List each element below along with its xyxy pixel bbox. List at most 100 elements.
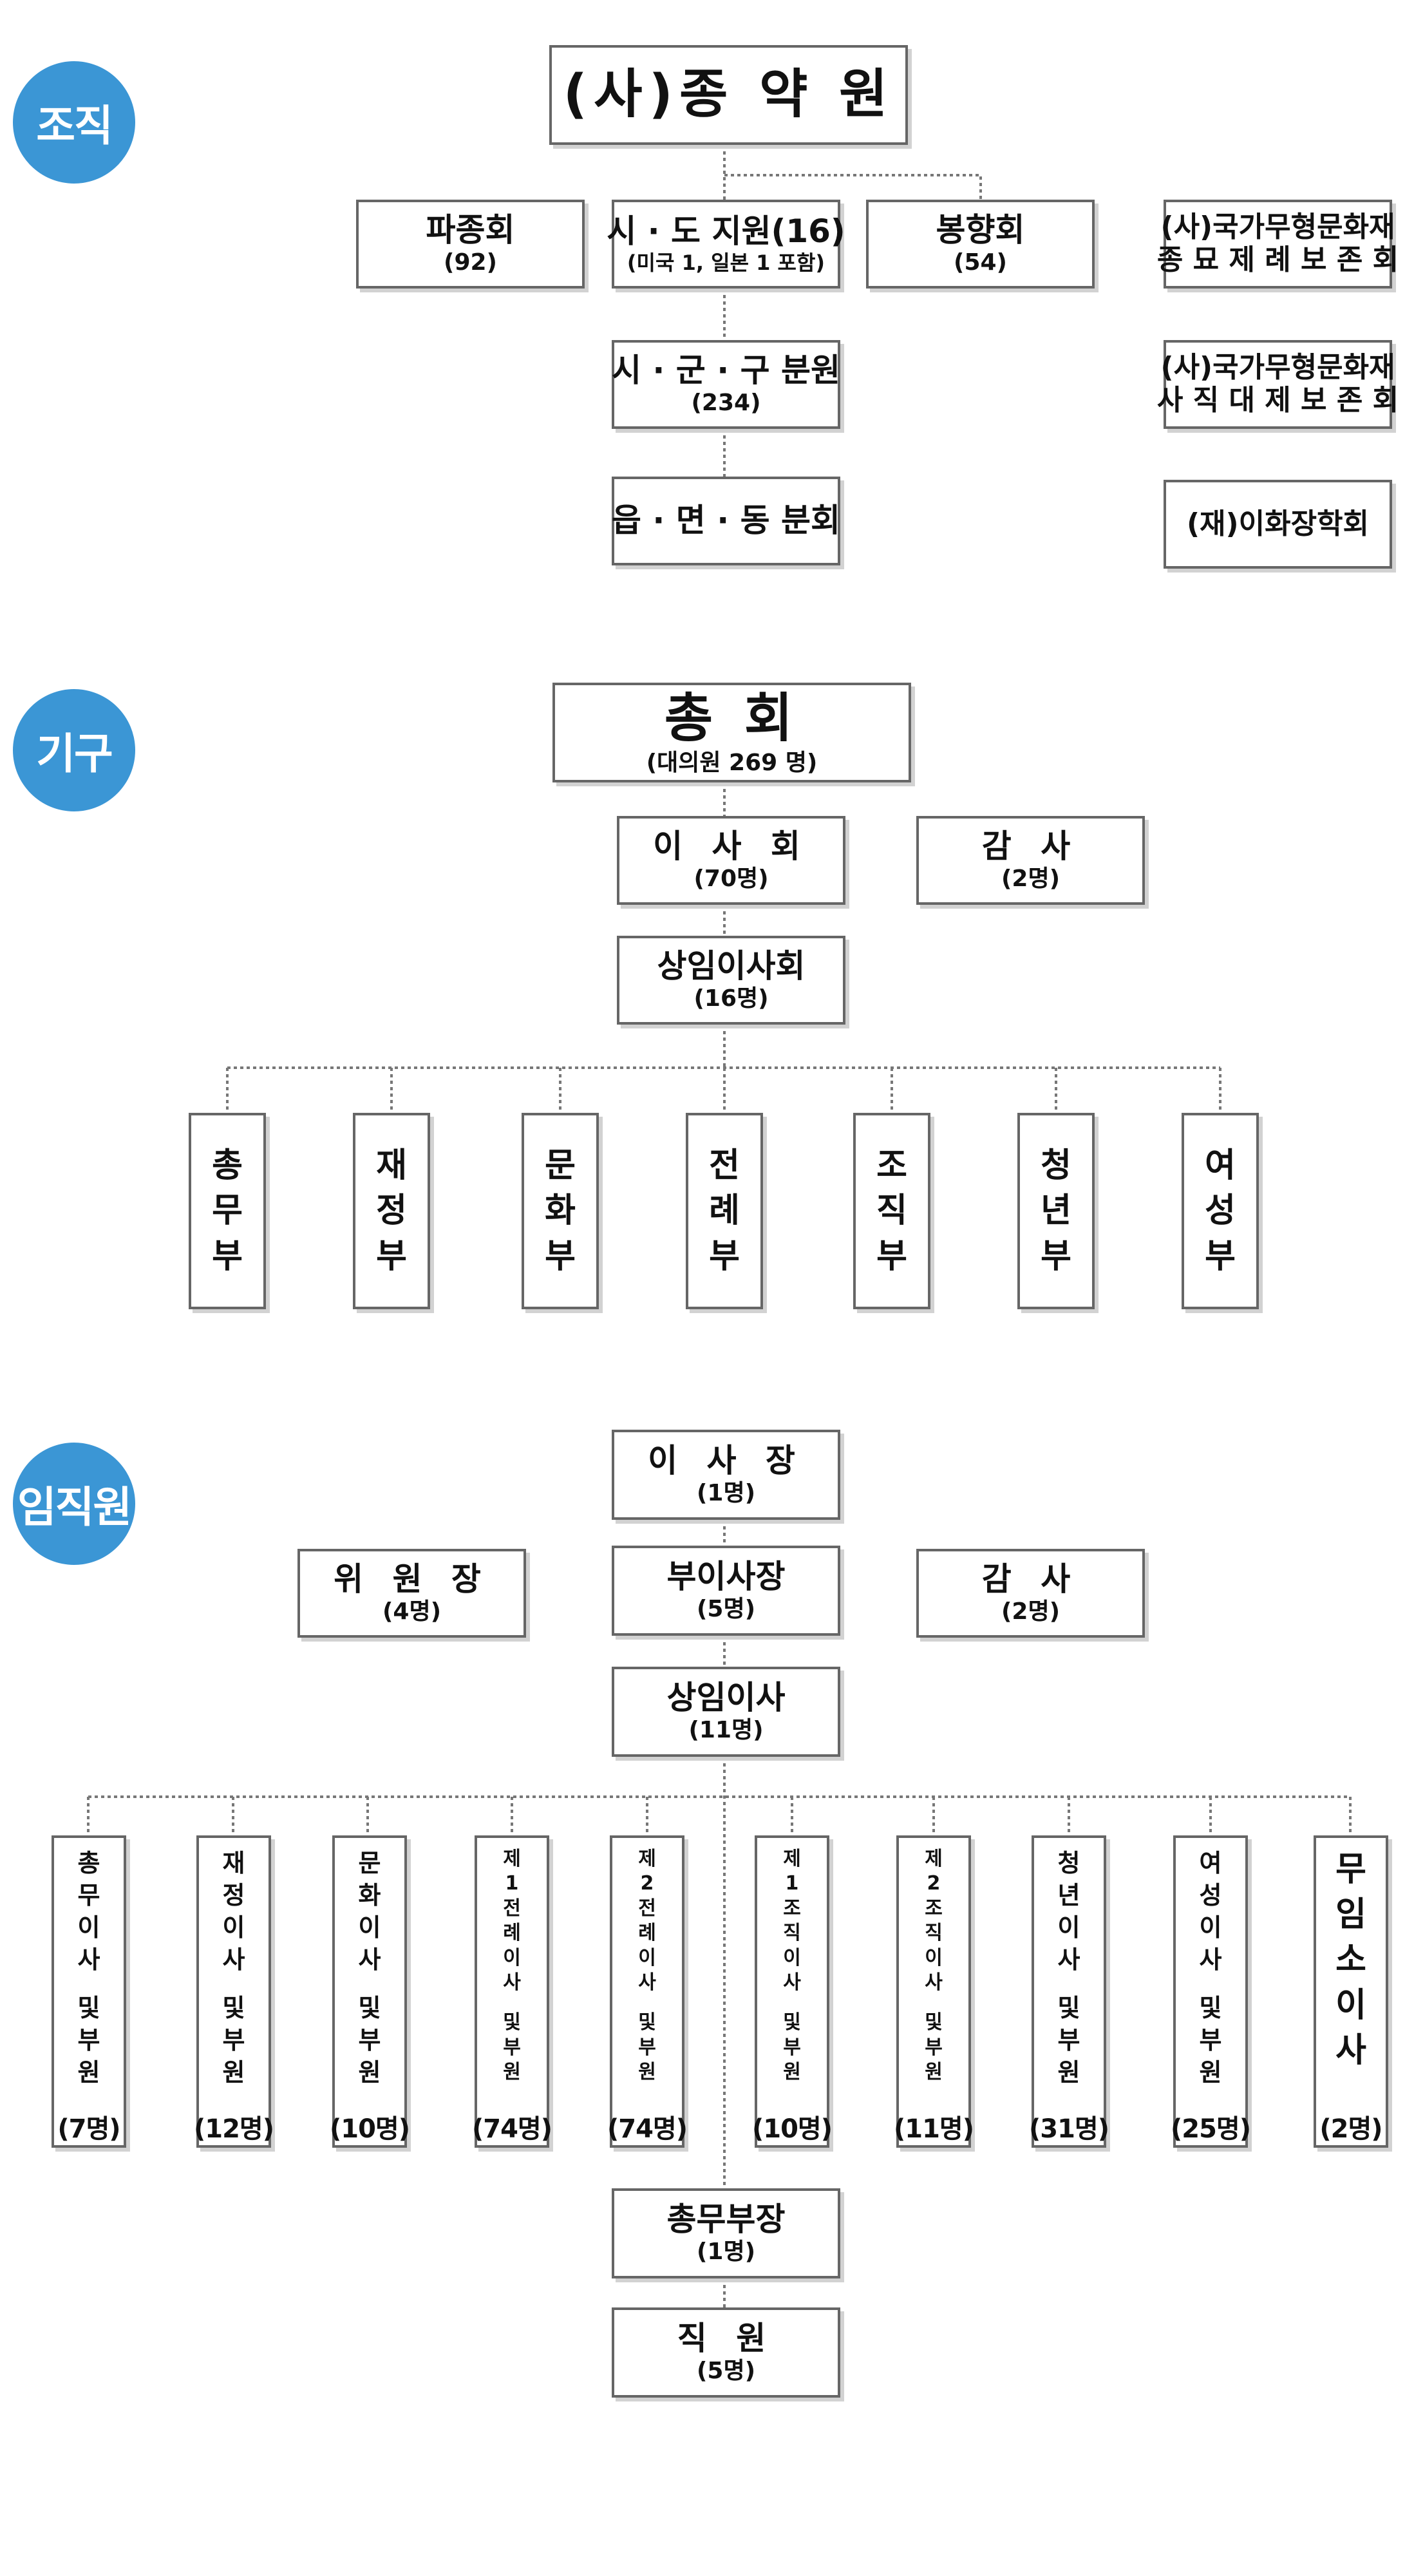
director-char: 년 <box>1057 1881 1080 1910</box>
director-char: 임 <box>1335 1895 1366 1935</box>
director-char: 이 <box>1199 1913 1222 1942</box>
director-char: 사 <box>925 1971 943 1994</box>
director-char: 재 <box>222 1849 245 1877</box>
director-tail-char: 원 <box>222 2058 245 2087</box>
standing-director-box: 상임이사 (11명) <box>612 1667 840 1757</box>
director-char: 조 <box>783 1897 801 1920</box>
director-tail-char: 원 <box>503 2061 521 2084</box>
director-char: 무 <box>77 1881 100 1910</box>
director-char: 1 <box>505 1872 519 1895</box>
section-badge-staff: 임직원 <box>13 1443 135 1565</box>
director-char: 이 <box>638 1946 656 1969</box>
department-char: 부 <box>1205 1236 1236 1276</box>
director-char: 직 <box>925 1922 943 1945</box>
director-tail-char: 및 <box>925 2011 943 2034</box>
director-char: 사 <box>1335 2031 1366 2070</box>
director-char: 무 <box>1335 1850 1366 1889</box>
department-char: 무 <box>212 1191 243 1231</box>
director-char: 이 <box>503 1946 521 1969</box>
board-box: 이 사 회 (70명) <box>617 816 845 905</box>
director-tail-char: 부 <box>1199 2025 1222 2054</box>
director-char: 제 <box>503 1848 521 1870</box>
department-char: 전 <box>709 1146 740 1186</box>
director-tail-char: 및 <box>1057 1993 1080 2022</box>
director-tail-char: 부 <box>77 2025 100 2054</box>
director-char: 성 <box>1199 1881 1222 1910</box>
department-char: 성 <box>1205 1191 1236 1231</box>
director-tail-char: 원 <box>358 2058 381 2087</box>
auditor-box: 감 사 (2명) <box>916 1549 1145 1638</box>
director-char: 사 <box>222 1946 245 1975</box>
chairman-box: 이 사 장 (1명) <box>612 1430 840 1520</box>
director-tail-char: 및 <box>77 1993 100 2022</box>
director-char: 사 <box>77 1946 100 1975</box>
org-root-box: (사)종 약 원 <box>549 45 908 145</box>
bonghyanghoe-box: 봉향회 (54) <box>866 200 1095 289</box>
department-char: 부 <box>212 1236 243 1276</box>
director-tail-char: 원 <box>925 2061 943 2084</box>
director-char: 문 <box>358 1849 381 1877</box>
director-char: 화 <box>358 1881 381 1910</box>
director-tail-char: 원 <box>1199 2058 1222 2087</box>
director-tail-char: 및 <box>503 2011 521 2034</box>
director-char: 직 <box>783 1922 801 1945</box>
director-tail-char: 부 <box>358 2025 381 2054</box>
department-char: 부 <box>876 1236 907 1276</box>
director-char: 전 <box>503 1897 521 1920</box>
director-count: (2명) <box>1319 2114 1382 2144</box>
director-char: 소 <box>1335 1940 1366 1980</box>
director-char: 이 <box>783 1946 801 1969</box>
director-count: (11명) <box>893 2114 974 2144</box>
director-tail-char: 부 <box>638 2036 656 2059</box>
director-tail-char: 원 <box>1057 2058 1080 2087</box>
director-char: 례 <box>638 1922 656 1945</box>
director-char: 제 <box>925 1848 943 1870</box>
department-char: 화 <box>545 1191 576 1231</box>
department-char: 여 <box>1205 1146 1236 1186</box>
director-char: 제 <box>638 1848 656 1870</box>
director-tail-char: 부 <box>783 2036 801 2059</box>
director-char: 전 <box>638 1897 656 1920</box>
director-char: 이 <box>77 1913 100 1942</box>
employees-box: 직 원 (5명) <box>612 2307 840 2398</box>
org-root-label: (사)종 약 원 <box>563 64 894 126</box>
department-char: 부 <box>376 1236 407 1276</box>
director-char: 이 <box>925 1946 943 1969</box>
connector-root-bonghyang <box>724 174 982 200</box>
jongmyo-jerye-box: (사)국가무형문화재 종 묘 제 례 보 존 회 <box>1157 200 1399 289</box>
department-char: 직 <box>876 1191 907 1231</box>
director-char: 사 <box>503 1971 521 1994</box>
director-char: 여 <box>1199 1849 1222 1877</box>
sigungu-branch-box: 시 · 군 · 구 분원 (234) <box>612 340 840 429</box>
director-char: 조 <box>925 1897 943 1920</box>
director-char: 례 <box>503 1922 521 1945</box>
director-char: 2 <box>927 1872 941 1895</box>
director-count: (10명) <box>329 2114 410 2144</box>
department-char: 부 <box>709 1236 740 1276</box>
department-char: 례 <box>709 1191 740 1231</box>
director-count: (10명) <box>751 2114 833 2144</box>
director-tail-char: 부 <box>925 2036 943 2059</box>
director-char: 이 <box>1057 1913 1080 1942</box>
director-count: (74명) <box>607 2114 688 2144</box>
department-char: 총 <box>212 1146 243 1186</box>
director-count: (12명) <box>193 2114 274 2144</box>
pajonghoe-box: 파종회 (92) <box>356 200 585 289</box>
